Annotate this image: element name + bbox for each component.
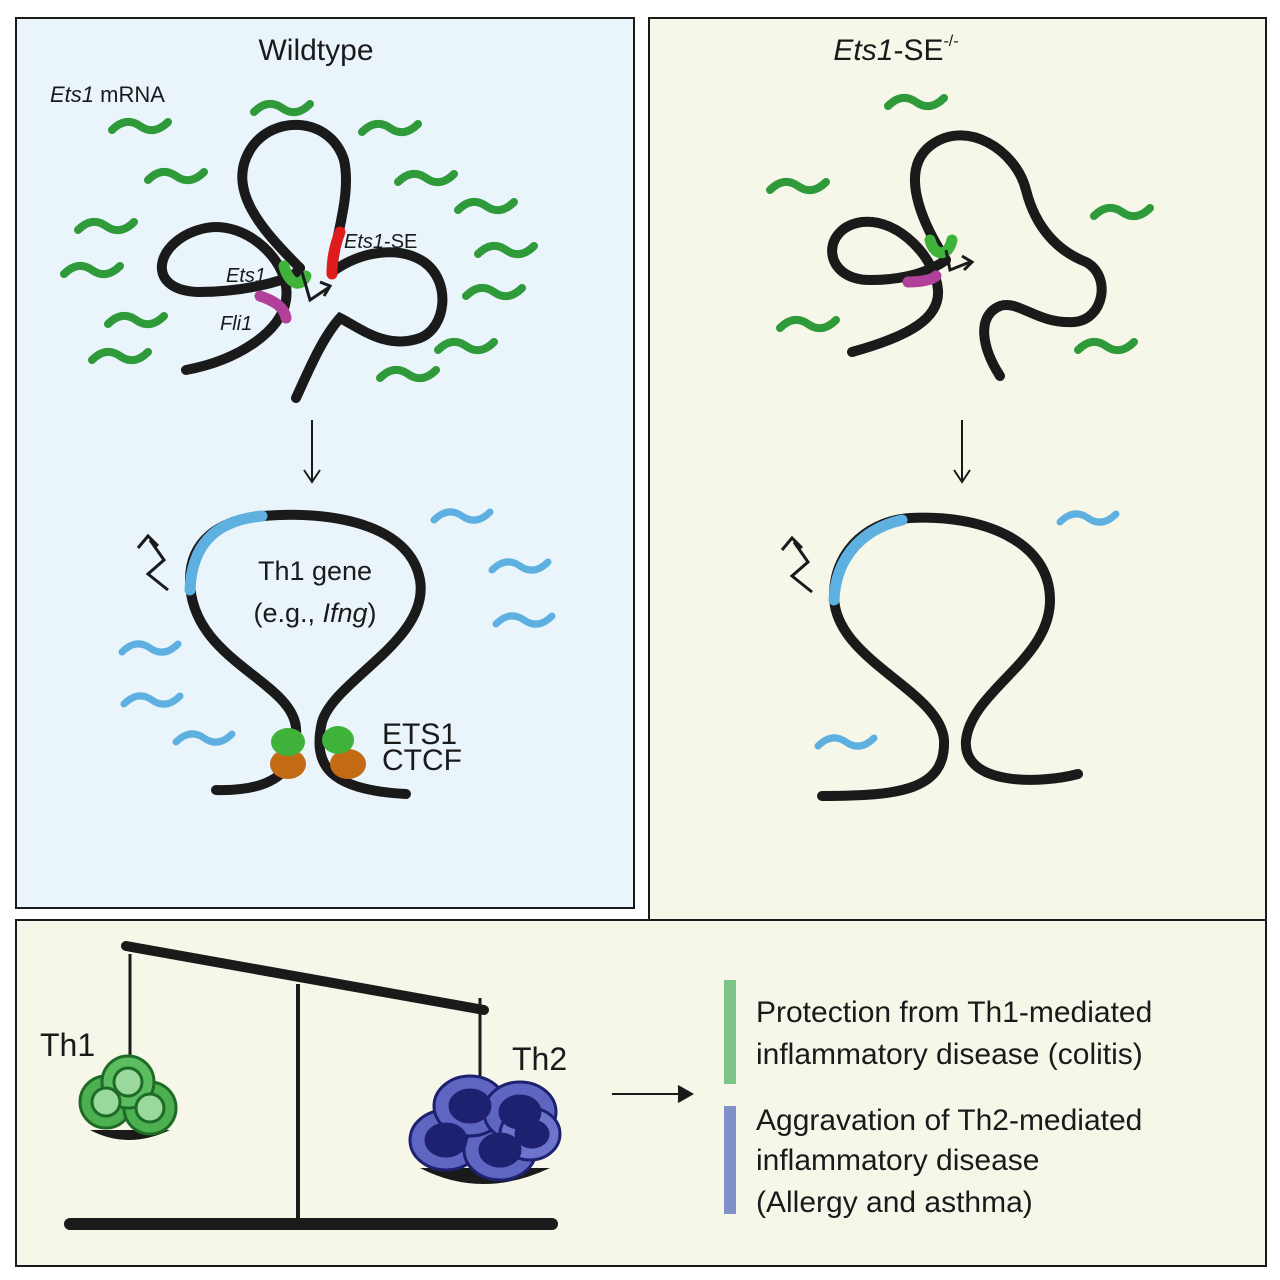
protection-bar <box>724 980 736 1084</box>
th1-cell-cluster <box>78 1054 178 1136</box>
ets1-transcription-arrow <box>300 271 329 303</box>
knockout-down-arrow <box>953 420 971 484</box>
aggravation-text-line1: Aggravation of Th2-mediated <box>756 1104 1142 1137</box>
th1-transcription-arrow <box>145 539 169 592</box>
aggravation-text-line3: (Allergy and asthma) <box>756 1186 1033 1219</box>
th1-gene-example: (e.g., Ifng) <box>253 598 376 628</box>
ets1-gene-label: Ets1 <box>226 265 266 287</box>
protection-text-line1: Protection from Th1-mediated <box>756 996 1152 1029</box>
th1-gene-label: Th1 gene <box>258 556 372 586</box>
th1-transcription-arrow-ko <box>789 541 813 594</box>
ets1-transcription-arrow-ko <box>944 249 971 273</box>
th1-gene-region <box>184 510 268 596</box>
fli1-gene-label: Fli1 <box>220 313 252 335</box>
aggravation-bar <box>724 1106 736 1214</box>
ets1-gene-region-ko <box>924 234 958 259</box>
knockout-chromatin <box>827 130 1107 381</box>
ets1-super-enhancer <box>326 226 346 280</box>
ets1-protein-label: ETS1 <box>382 718 457 751</box>
th2-label: Th2 <box>512 1041 567 1077</box>
th2-cell-cluster <box>408 1074 562 1182</box>
th1-gene-loop-ko <box>817 512 1083 801</box>
ets1-proteins <box>271 726 354 756</box>
fli1-gene-region <box>254 290 292 324</box>
th1-gene-region-ko <box>828 514 908 606</box>
wildtype-down-arrow <box>303 420 321 484</box>
wildtype-title: Wildtype <box>258 34 373 67</box>
wildtype-panel <box>15 17 635 909</box>
ctcf-proteins <box>270 749 366 779</box>
th1-gene-loop <box>184 509 426 799</box>
wildtype-chromatin-loops <box>156 119 448 403</box>
protection-text-line2: inflammatory disease (colitis) <box>756 1038 1143 1071</box>
knockout-title: Ets1-SE-/- <box>833 33 958 67</box>
ctcf-protein-label: CTCF <box>382 744 462 777</box>
aggravation-text-line2: inflammatory disease <box>756 1144 1039 1177</box>
fli1-gene-region-ko <box>902 270 942 288</box>
ets1-mrna-label: Ets1 mRNA <box>50 82 165 107</box>
outcome-arrow <box>612 1085 695 1103</box>
ets1-se-label: Ets1-SE <box>344 231 417 253</box>
th1-label: Th1 <box>40 1027 95 1063</box>
